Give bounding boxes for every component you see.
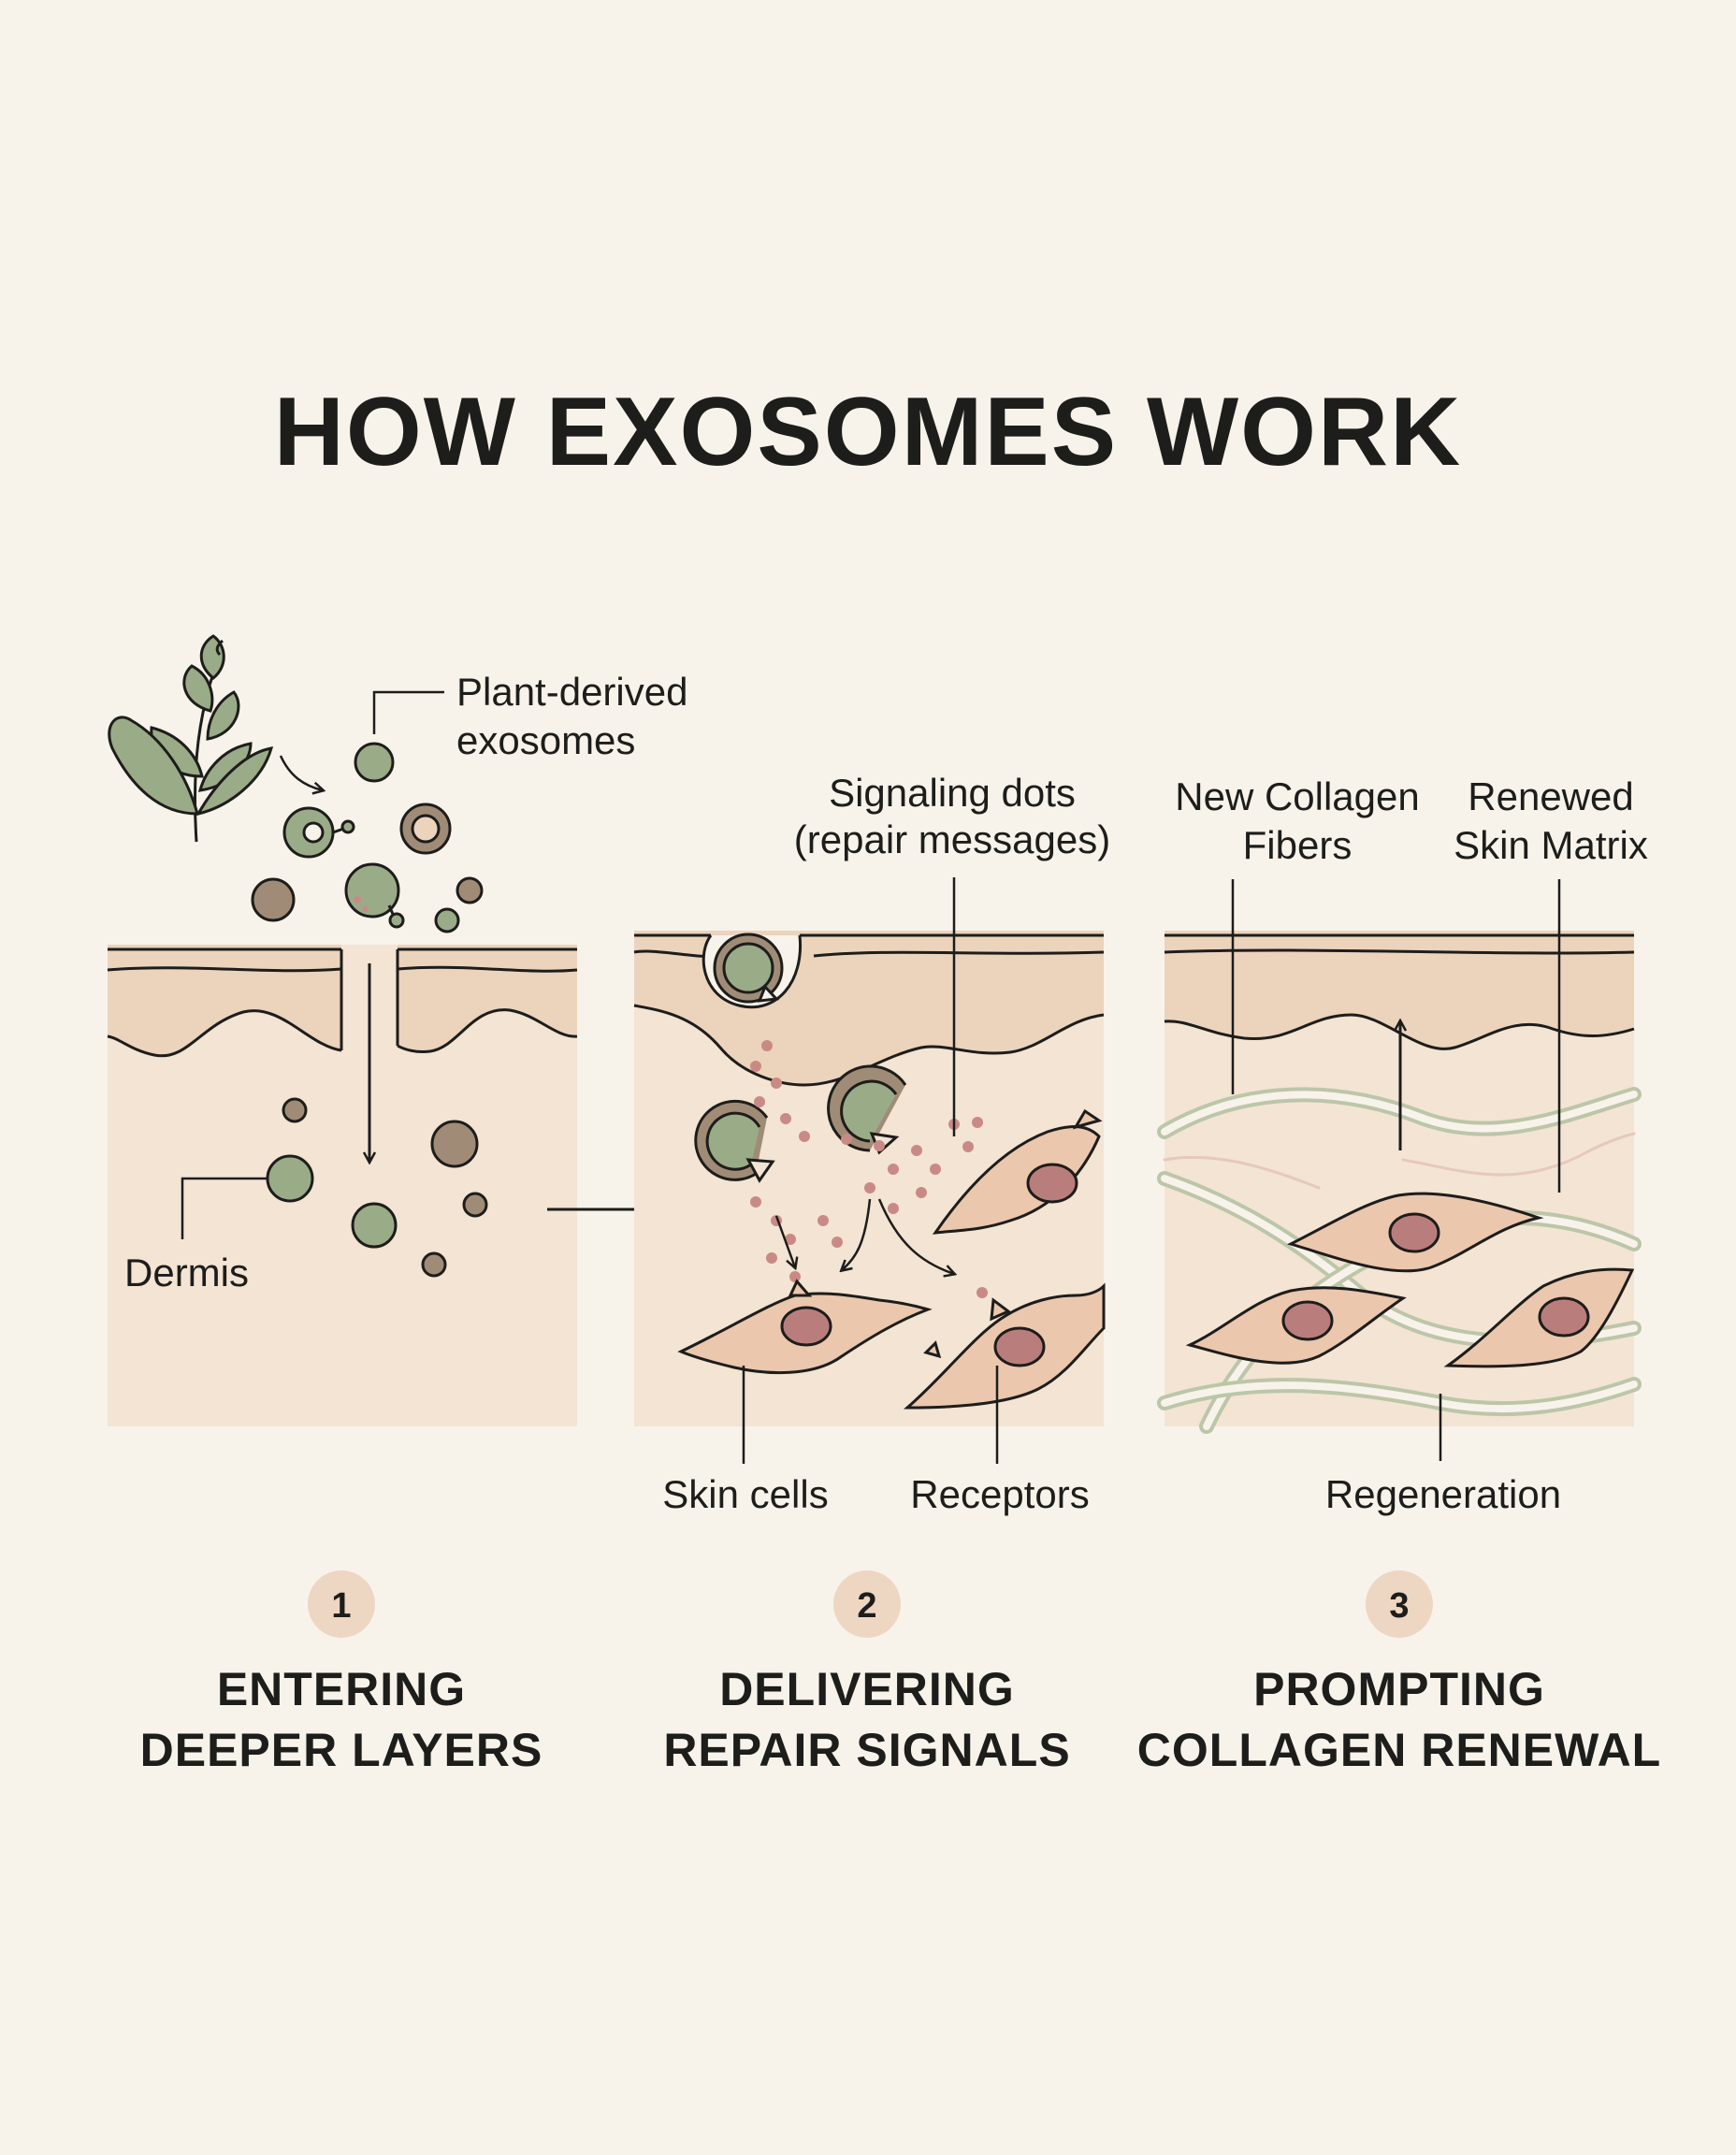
label-dermis: Dermis <box>124 1251 249 1294</box>
step-title-line2: COLLAGEN RENEWAL <box>1137 1724 1661 1776</box>
skin-cells <box>677 1108 1106 1410</box>
panel-1-skin-cross-section: Plant-derived exosomes Dermis <box>107 634 687 1426</box>
label-signaling-dots: Signaling dots <box>829 771 1076 815</box>
step-number: 3 <box>1389 1586 1409 1626</box>
step-number: 1 <box>331 1586 351 1626</box>
label-renewed: Renewed <box>1468 774 1633 818</box>
label-regeneration: Regeneration <box>1325 1472 1561 1516</box>
step-number-badge <box>833 1570 901 1638</box>
label-plant-derived: Plant-derived <box>456 670 687 714</box>
label-skin-cells: Skin cells <box>662 1472 828 1516</box>
receptor-exosomes <box>694 1064 907 1183</box>
skin-cell <box>932 1125 1101 1235</box>
label-new-collagen: New Collagen <box>1175 774 1419 818</box>
step-title-line2: DEEPER LAYERS <box>140 1724 543 1776</box>
panel-2-skin-cross-section: Signaling dots (repair messages) Skin ce… <box>633 771 1110 1516</box>
step-title-line1: PROMPTING <box>1253 1663 1545 1715</box>
label-fibers: Fibers <box>1243 823 1353 867</box>
step-number: 2 <box>857 1586 876 1626</box>
plant-icon <box>108 634 274 843</box>
signaling-dots <box>750 1040 988 1298</box>
exosome-icon <box>251 742 484 933</box>
step-title-line1: ENTERING <box>217 1663 466 1715</box>
step-number-badge <box>308 1570 375 1638</box>
step-1: 1 ENTERING DEEPER LAYERS <box>140 1570 543 1776</box>
step-2: 2 DELIVERING REPAIR SIGNALS <box>663 1570 1070 1776</box>
page-title: HOW EXOSOMES WORK <box>273 378 1463 486</box>
step-number-badge <box>1366 1570 1433 1638</box>
label-skin-matrix: Skin Matrix <box>1454 823 1648 867</box>
panel-1-epidermis-left <box>108 945 341 1056</box>
step-title-line2: REPAIR SIGNALS <box>663 1724 1070 1776</box>
label-receptors: Receptors <box>910 1472 1089 1516</box>
label-repair-messages: (repair messages) <box>794 817 1110 861</box>
panel-3-skin-cross-section: New Collagen Fibers Renewed Skin Matrix … <box>1157 774 1648 1516</box>
panel-3-epidermis <box>1165 931 1634 1049</box>
dermis-exosomes <box>266 1097 488 1278</box>
label-exosomes: exosomes <box>456 718 635 762</box>
step-3: 3 PROMPTING COLLAGEN RENEWAL <box>1137 1570 1661 1776</box>
step-title-line1: DELIVERING <box>719 1663 1015 1715</box>
